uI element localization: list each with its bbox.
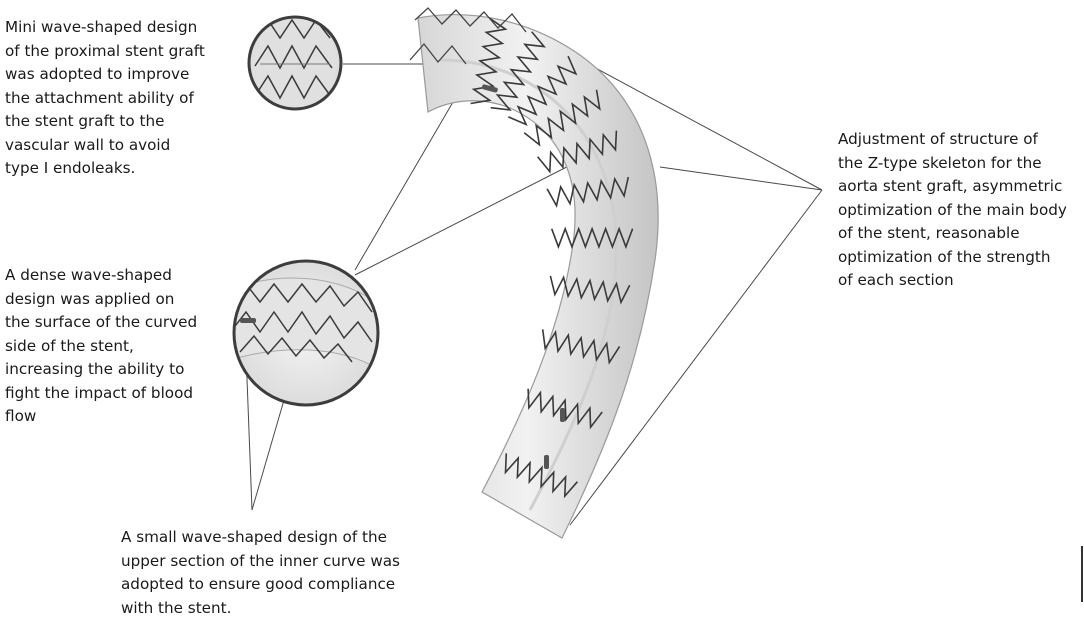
zigzag-ring (490, 31, 546, 111)
zoom-circle-proximal (247, 15, 343, 111)
edge-divider (1081, 546, 1083, 602)
zigzag-ring (549, 275, 631, 305)
zigzag-ring (536, 130, 618, 174)
zoom-circle-curved-side (232, 259, 380, 407)
zigzag-ring (507, 55, 578, 127)
leader-mid-circle-upper (354, 89, 461, 271)
zigzag-ring (550, 226, 634, 250)
zigzag-ring (541, 329, 621, 365)
zigzag-ring (546, 176, 630, 208)
zigzag-ring (527, 388, 603, 430)
zigzag-ring (470, 17, 508, 105)
callout-z-type-skeleton: Adjustment of structure of the Z-type sk… (838, 130, 1067, 289)
curved-stent-graft (409, 7, 659, 539)
callout-inner-curve-design: A small wave-shaped design of the upper … (121, 528, 400, 617)
zigzag-ring (504, 453, 579, 499)
leader-right-bottom (569, 189, 823, 526)
leader-mid-circle-lower (354, 149, 601, 276)
leader-right-mid (659, 166, 823, 191)
leader-lines (243, 29, 823, 526)
callout-curved-side-design: A dense wave-shaped design was applied o… (5, 266, 198, 425)
callout-proximal-design: Mini wave-shaped design of the proximal … (5, 18, 205, 177)
zigzag-ring (523, 89, 601, 147)
